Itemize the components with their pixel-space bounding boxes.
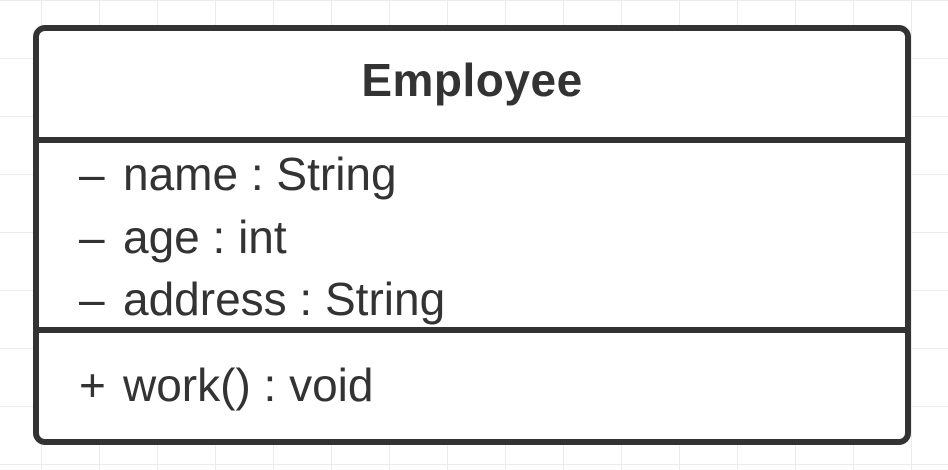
class-name: Employee — [361, 54, 583, 106]
visibility-private: – — [79, 211, 105, 263]
attributes-compartment: –name : String –age : int –address : Str… — [39, 143, 905, 333]
attribute-label: address : String — [123, 273, 446, 325]
class-name-compartment: Employee — [39, 31, 905, 143]
attribute-label: name : String — [123, 148, 397, 200]
operation-row: + work() : void — [79, 357, 373, 413]
visibility-private: – — [79, 148, 105, 200]
operation-label: work() : void — [123, 359, 374, 411]
visibility-public: + — [79, 359, 106, 411]
attribute-row: –name : String — [79, 146, 397, 202]
attribute-row: –age : int — [79, 209, 287, 265]
uml-class-box[interactable]: Employee –name : String –age : int –addr… — [33, 25, 911, 445]
operations-compartment: + work() : void — [39, 333, 905, 439]
attribute-label: age : int — [123, 211, 287, 263]
attribute-row: –address : String — [79, 271, 445, 327]
visibility-private: – — [79, 273, 105, 325]
